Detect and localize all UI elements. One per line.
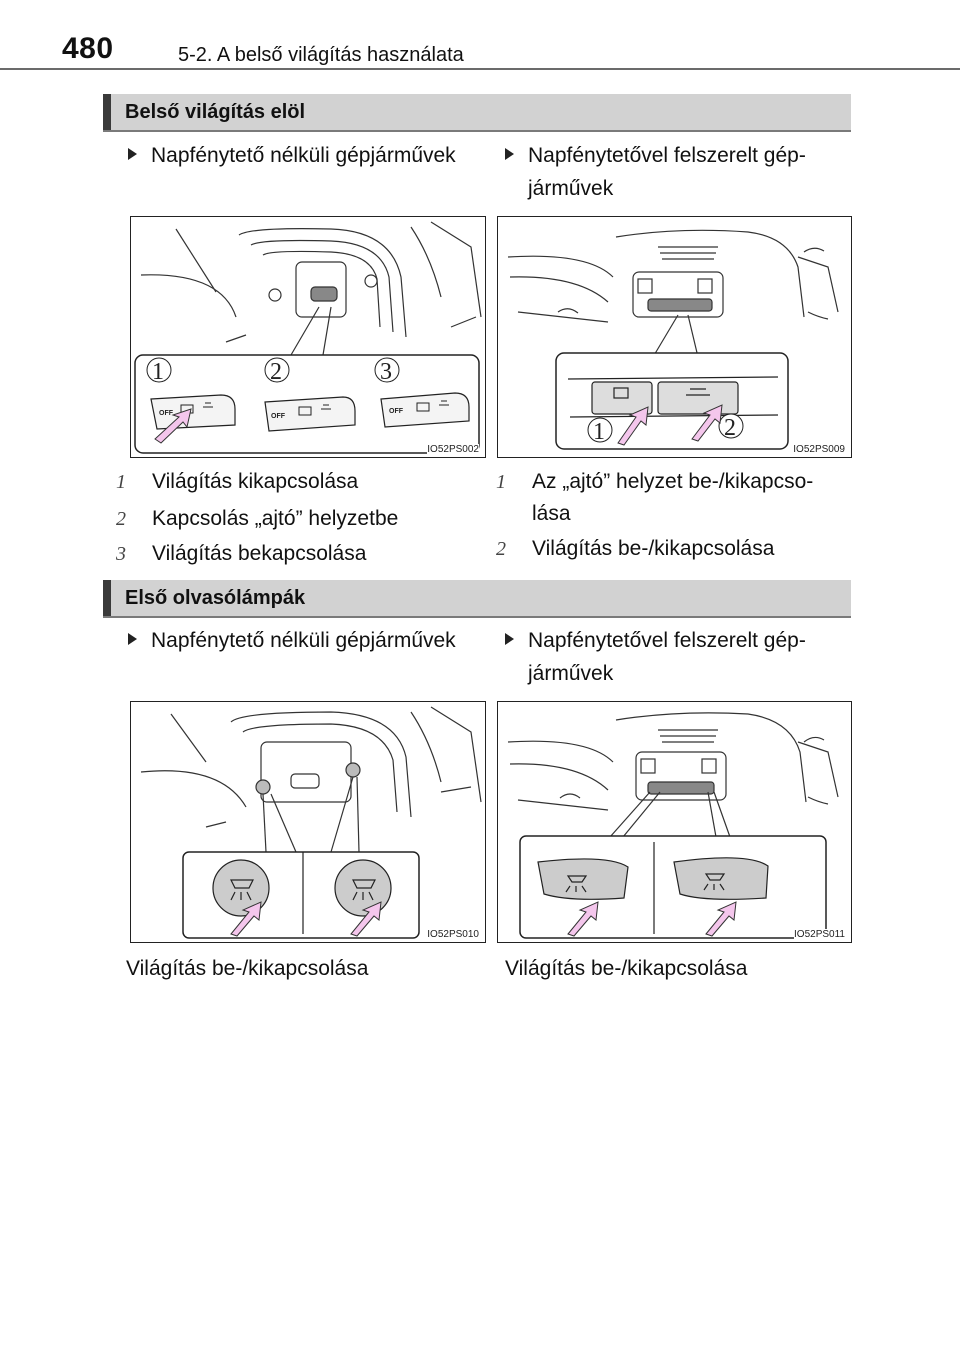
triangle-bullet-icon xyxy=(505,633,514,645)
triangle-bullet-icon xyxy=(128,148,137,160)
illustration-reading-lamps-sunroof xyxy=(507,712,839,939)
bullet-no-sunroof: Napfénytető nélküli gépjárművek xyxy=(128,139,456,172)
caption-reading-lamp: Világítás be-/kikapcsolása xyxy=(126,957,369,980)
page-number: 480 xyxy=(62,32,114,65)
bullet-with-sunroof: Napfénytetővel felszerelt gép- járművek xyxy=(505,139,855,205)
press-arrow-icon xyxy=(230,901,262,937)
section-header-bar xyxy=(103,580,111,616)
bullet-with-sunroof: Napfénytetővel felszerelt gép- járművek xyxy=(505,624,855,690)
callout-3: 3 xyxy=(380,359,392,385)
figure-interior-light-no-sunroof: OFF OFF OFF 1 2 3 IO52PS002 xyxy=(130,216,486,458)
header-rule xyxy=(0,68,960,70)
callout-1: 1 xyxy=(152,359,164,385)
section-title: Belső világítás elöl xyxy=(125,101,306,123)
section-title: Első olvasólámpák xyxy=(125,587,306,609)
caption-reading-lamp-sunroof: Világítás be-/kikapcsolása xyxy=(505,957,748,980)
press-arrow-icon xyxy=(567,901,599,937)
press-arrow-icon xyxy=(154,408,192,444)
callout-1: 1 xyxy=(593,419,605,445)
figure-reading-lamps-no-sunroof: IO52PS010 xyxy=(130,701,486,943)
triangle-bullet-icon xyxy=(505,148,514,160)
figure-reading-lamps-sunroof: IO52PS011 xyxy=(497,701,852,943)
figure-code: IO52PS011 xyxy=(794,929,845,940)
press-arrow-icon xyxy=(350,901,382,937)
section-header-reading-lamps: Első olvasólámpák xyxy=(103,580,851,618)
callout-2: 2 xyxy=(270,359,282,385)
section-header-bar xyxy=(103,94,111,130)
callout-2: 2 xyxy=(724,415,736,441)
figure-code: IO52PS002 xyxy=(427,444,479,455)
page-heading: 5-2. A belső világítás használata xyxy=(178,44,464,66)
switch-label-off-3: OFF xyxy=(389,408,404,415)
press-arrow-icon xyxy=(617,406,649,446)
figure-interior-light-sunroof: 1 2 IO52PS009 xyxy=(497,216,852,458)
figure-code: IO52PS009 xyxy=(793,444,845,455)
press-arrow-icon xyxy=(691,404,723,442)
switch-label-off-1: OFF xyxy=(159,410,174,417)
bullet-no-sunroof: Napfénytető nélküli gépjárművek xyxy=(128,624,456,657)
press-arrow-icon xyxy=(705,901,737,937)
switch-label-off-2: OFF xyxy=(271,413,286,420)
section-header-interior-front: Belső világítás elöl xyxy=(103,94,851,132)
triangle-bullet-icon xyxy=(128,633,137,645)
figure-code: IO52PS010 xyxy=(427,929,479,940)
illustration-overhead-console: OFF OFF OFF 1 2 3 xyxy=(134,221,482,454)
illustration-overhead-console-sunroof: 1 2 xyxy=(507,229,839,450)
illustration-reading-lamps xyxy=(140,706,482,939)
